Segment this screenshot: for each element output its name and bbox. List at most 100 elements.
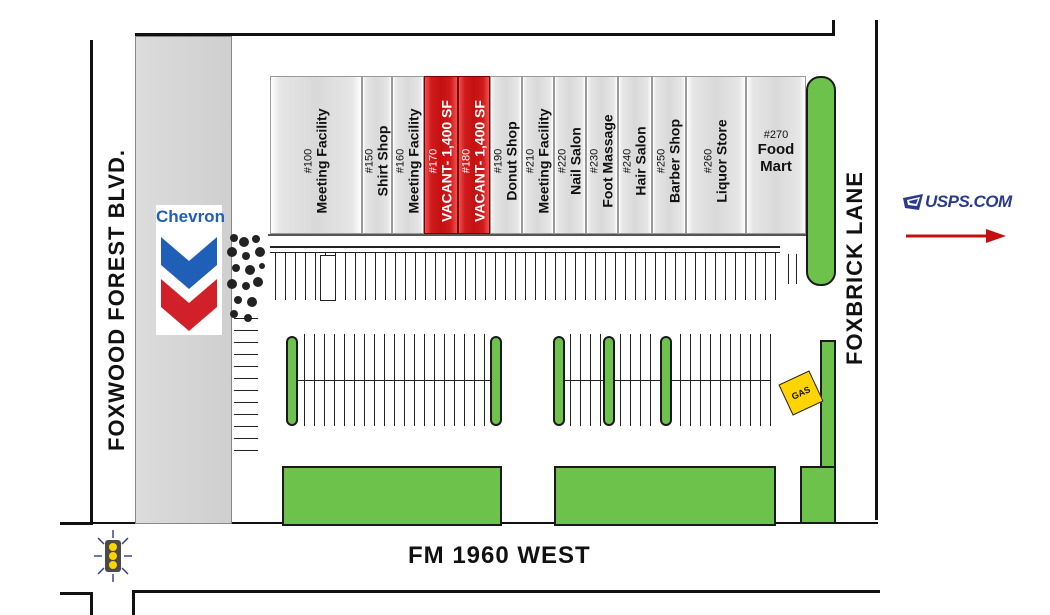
tenant-name: Barber Shop: [666, 119, 683, 204]
parking-stall-line: [640, 334, 641, 426]
parking-stall-line: [505, 252, 506, 300]
tenant-name: VACANT- 1,400 SF: [438, 100, 455, 223]
parking-stall-line: [575, 252, 576, 300]
parking-stall-line: [234, 378, 258, 379]
parking-stall-line: [365, 252, 366, 300]
parking-stall-line: [485, 252, 486, 300]
parking-stall-line: [595, 252, 596, 300]
parking-stall-line: [474, 334, 475, 426]
parking-stall-line: [515, 252, 516, 300]
tenant-name: Meeting Facility: [535, 108, 552, 214]
tenant-name: Hair Salon: [632, 126, 649, 196]
parking-stall-line: [484, 334, 485, 426]
parking-stall-line: [645, 252, 646, 300]
landscape-island: [286, 336, 298, 426]
strip-outline: [268, 76, 808, 236]
parking-stall-line: [434, 334, 435, 426]
parking-stall-line: [414, 334, 415, 426]
parking-stall-line: [685, 252, 686, 300]
parking-stall-line: [234, 414, 258, 415]
parking-stall-line: [710, 334, 711, 426]
parking-stall-line: [750, 334, 751, 426]
usps-eagle-icon: [903, 194, 923, 210]
parking-stall-line: [565, 252, 566, 300]
parking-stall-line: [630, 334, 631, 426]
traffic-light-icon: [94, 530, 132, 582]
landscape-island: [553, 336, 565, 426]
west-road-line-lower: [90, 592, 93, 615]
parking-stall-line: [454, 334, 455, 426]
parking-stall-line: [395, 252, 396, 300]
parking-stall-line: [354, 334, 355, 426]
parking-stall-line: [234, 450, 258, 451]
parking-stall-line: [655, 252, 656, 300]
parking-stall-line: [464, 334, 465, 426]
parking-stall-line: [314, 334, 315, 426]
gas-sign: GAS: [778, 370, 824, 416]
parking-stall-line: [234, 342, 258, 343]
top-road-line: [135, 33, 835, 36]
landscape-island: [490, 336, 502, 426]
parking-stall-line: [234, 390, 258, 391]
parking-stall-line: [234, 438, 258, 439]
parking-stall-line: [665, 252, 666, 300]
parking-stall-line: [475, 252, 476, 300]
chevron-emblem-icon: [161, 237, 217, 331]
parking-stall-line: [234, 366, 258, 367]
parking-stall-line: [234, 426, 258, 427]
parking-stall-line: [730, 334, 731, 426]
parking-stall-line: [650, 334, 651, 426]
south-road-line-south-left: [60, 592, 93, 595]
parking-stall-line: [234, 354, 258, 355]
parking-stall-line: [580, 334, 581, 426]
parking-stall-line: [315, 252, 316, 300]
parking-stall-line: [545, 252, 546, 300]
shrubs-icon: [227, 234, 265, 322]
tenant-name: VACANT- 1,400 SF: [471, 100, 488, 223]
gas-label: GAS: [790, 384, 812, 402]
tenant-name: Foot Massage: [599, 114, 616, 208]
landscape-island: [660, 336, 672, 426]
tenant-name: Donut Shop: [503, 121, 520, 201]
parking-stall-line: [570, 334, 571, 426]
parking-stall-line: [590, 334, 591, 426]
parking-stall-line: [304, 334, 305, 426]
south-road-line-south-right: [135, 590, 880, 593]
curb-box: [320, 255, 336, 301]
arrow-right-icon: [906, 229, 1006, 243]
landscape-island: [806, 76, 836, 286]
tenant-name: Mart: [760, 158, 792, 175]
parking-stall-line: [305, 252, 306, 300]
parking-stall-line: [234, 318, 258, 319]
west-road-line-bottom: [60, 522, 93, 525]
parking-stall-line: [725, 252, 726, 300]
tenant-name: Nail Salon: [567, 127, 584, 196]
street-label-foxwood-forest: FOXWOOD FOREST BLVD.: [104, 149, 129, 451]
chevron-logo: Chevron: [156, 205, 225, 335]
parking-stall-line: [635, 252, 636, 300]
parking-stall-line: [715, 252, 716, 300]
parking-stall-line: [755, 252, 756, 300]
parking-stall-line: [345, 252, 346, 300]
parking-stall-line: [605, 252, 606, 300]
parking-stall-line: [745, 252, 746, 300]
parking-stall-line: [344, 334, 345, 426]
parking-stall-line: [788, 254, 789, 284]
parking-stall-line: [404, 334, 405, 426]
